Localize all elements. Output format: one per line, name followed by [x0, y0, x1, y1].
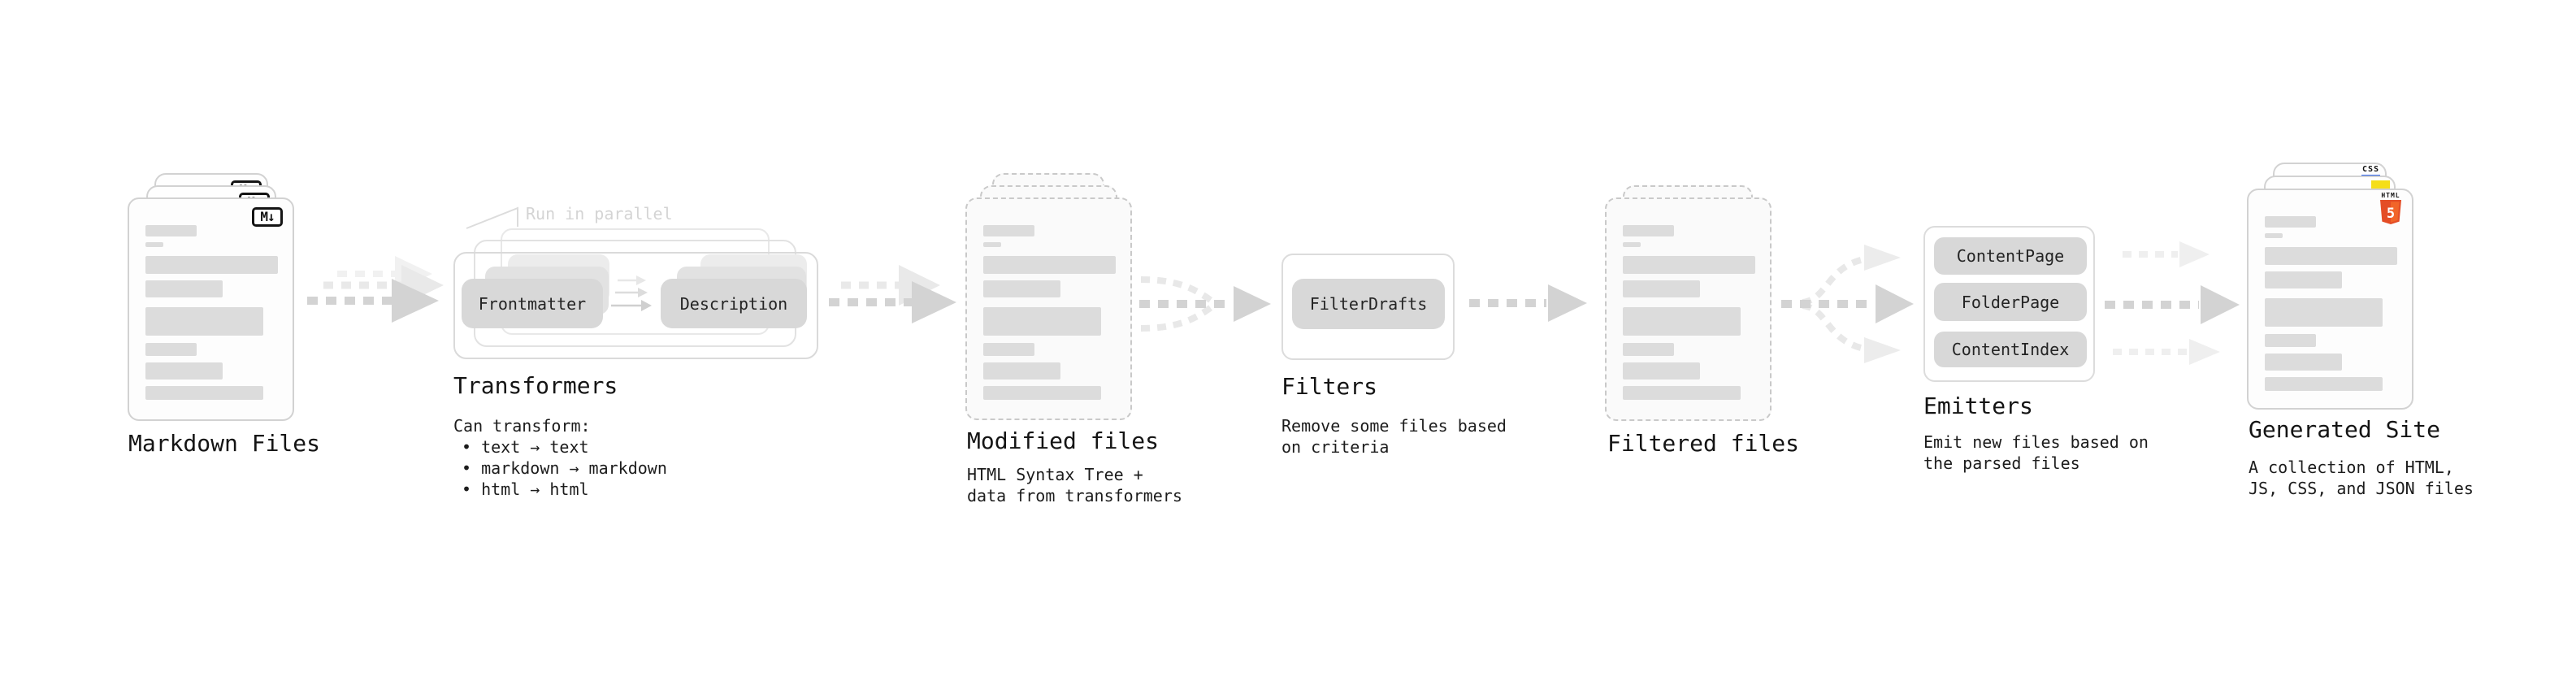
bullet-item: • text → text [462, 437, 589, 457]
filtered-file-card-front [1605, 197, 1772, 421]
arrowhead [912, 281, 956, 323]
filterdrafts-pill: FilterDrafts [1292, 279, 1445, 329]
text-bar [145, 307, 263, 336]
text-bar [983, 242, 1001, 247]
generated-site-label: Generated Site [2249, 416, 2441, 443]
folderpage-pill-label: FolderPage [1961, 292, 2060, 312]
split-curve-top [1802, 257, 1863, 306]
arrowhead [1234, 286, 1271, 322]
text-bar [983, 225, 1034, 236]
text-bar [983, 386, 1101, 400]
text-bar [145, 256, 278, 274]
markdown-file-card-front: M↓ [128, 197, 294, 421]
merge-curve-bottom [1140, 303, 1215, 332]
emitters-label: Emitters [1923, 393, 2033, 419]
frontmatter-pill-label: Frontmatter [478, 293, 587, 314]
arrowhead [2189, 339, 2220, 365]
css-icon-text: CSS [2361, 165, 2379, 174]
arrow-emitters-to-generated [2105, 241, 2240, 365]
text-bar [2265, 271, 2342, 288]
text-bar [1623, 386, 1741, 400]
filterdrafts-pill-label: FilterDrafts [1309, 294, 1428, 314]
text-bar [1623, 343, 1674, 356]
bullet-item: • html → html [462, 479, 589, 499]
text-bar [2265, 354, 2342, 371]
html5-shield: 5 [2380, 200, 2401, 224]
text-bar [145, 343, 197, 356]
transformers-label: Transformers [453, 372, 618, 399]
text-bar [145, 242, 163, 247]
modified-file-card-front [965, 197, 1132, 420]
text-bar [1623, 242, 1641, 247]
text-bar [983, 280, 1060, 297]
emitters-caption: Emit new files based on the parsed files [1923, 432, 2149, 473]
html5-icon-number: 5 [2387, 206, 2395, 222]
arrowhead [1876, 284, 1914, 323]
text-bar [983, 307, 1101, 336]
generated-file-card-html: HTML 5 [2247, 189, 2413, 410]
bullet-item: • markdown → markdown [462, 458, 667, 478]
text-bar [2265, 233, 2283, 238]
contentpage-pill: ContentPage [1934, 237, 2087, 275]
merge-curve-top [1140, 276, 1215, 305]
html5-icon: HTML 5 [2379, 192, 2402, 228]
text-bar [2265, 377, 2383, 391]
text-bar [1623, 256, 1755, 274]
generated-site-caption: A collection of HTML, JS, CSS, and JSON … [2249, 458, 2474, 498]
arrowhead [1864, 337, 1901, 363]
arrowhead [2179, 241, 2210, 267]
transformer-layer-box-front [453, 252, 818, 359]
text-bar [145, 280, 223, 297]
modified-files-caption: HTML Syntax Tree + data from transformer… [967, 465, 1182, 505]
html5-icon-word: HTML [2381, 192, 2400, 199]
run-in-parallel-annotation: Run in parallel [526, 204, 673, 223]
text-bar [1623, 280, 1700, 297]
markdown-files-label: Markdown Files [128, 430, 321, 457]
description-pill: Description [661, 279, 807, 328]
text-bar [2265, 247, 2397, 265]
arrow-filtered-to-emitters-split [1781, 245, 1914, 363]
filtered-files-label: Filtered files [1607, 430, 1800, 457]
text-bar [983, 362, 1060, 380]
folderpage-pill: FolderPage [1934, 283, 2087, 321]
transformer-parallel-arrows [611, 275, 652, 311]
text-bar [145, 386, 263, 400]
arrow-modified-to-filters-merge [1139, 276, 1271, 332]
transformers-bullet-list: • text → text • markdown → markdown • ht… [462, 436, 667, 500]
text-bar [145, 225, 197, 236]
filters-label: Filters [1281, 373, 1378, 400]
description-pill-label: Description [679, 293, 788, 314]
filters-caption: Remove some files based on criteria [1281, 416, 1507, 457]
frontmatter-pill: Frontmatter [462, 279, 603, 328]
arrow-transformers-to-modified [829, 265, 956, 323]
modified-files-label: Modified files [967, 427, 1160, 454]
transformers-caption-title: Can transform: [453, 416, 591, 436]
markdown-icon-text: M↓ [260, 209, 275, 224]
text-bar [2265, 334, 2316, 347]
mini-arrowhead [641, 300, 652, 311]
mini-arrowhead [638, 288, 648, 297]
arrowhead [1864, 245, 1901, 271]
text-bar [983, 256, 1116, 274]
text-bar [983, 343, 1034, 356]
contentindex-pill-label: ContentIndex [1951, 340, 2070, 359]
markdown-icon: M↓ [252, 207, 283, 227]
text-bar [2265, 216, 2316, 228]
text-bar [2265, 298, 2383, 327]
arrow-filters-to-filtered [1469, 284, 1587, 322]
mini-arrowhead [636, 275, 646, 285]
arrow-markdown-to-transformers [307, 256, 444, 323]
contentindex-pill: ContentIndex [1934, 332, 2087, 367]
arrowhead [2201, 285, 2240, 324]
text-bar [1623, 225, 1674, 236]
text-bar [145, 362, 223, 380]
arrowhead [392, 279, 439, 323]
text-bar [1623, 362, 1700, 380]
text-bar [1623, 307, 1741, 336]
arrowhead [1548, 284, 1587, 322]
split-curve-bottom [1802, 302, 1863, 351]
contentpage-pill-label: ContentPage [1956, 246, 2065, 266]
annotation-connector-line [466, 206, 518, 229]
